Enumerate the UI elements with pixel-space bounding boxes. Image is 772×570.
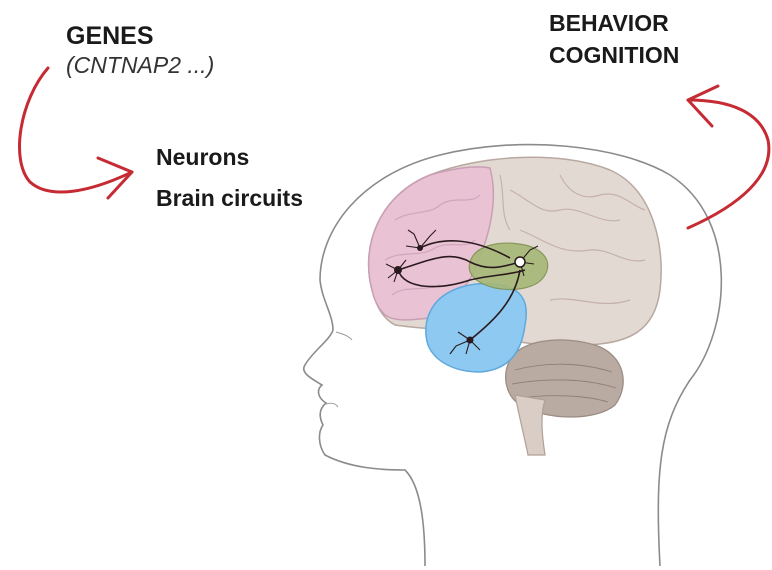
behavior-label: BEHAVIOR — [549, 10, 669, 36]
brain-circuits-label: Brain circuits — [156, 185, 303, 211]
arrowhead — [688, 86, 718, 126]
neuron-soma — [394, 266, 402, 274]
neurons-label: Neurons — [156, 144, 249, 170]
neuron-soma — [467, 337, 474, 344]
genes-label: GENES — [66, 22, 154, 51]
cognition-label: COGNITION — [549, 42, 679, 68]
genes-to-neurons-arrow — [20, 68, 132, 192]
brain-to-behavior-arrow — [688, 100, 769, 228]
neuron-soma — [515, 257, 525, 267]
brainstem — [515, 395, 545, 455]
genes-example-label: (CNTNAP2 ...) — [66, 52, 214, 78]
neuron-soma — [417, 245, 423, 251]
